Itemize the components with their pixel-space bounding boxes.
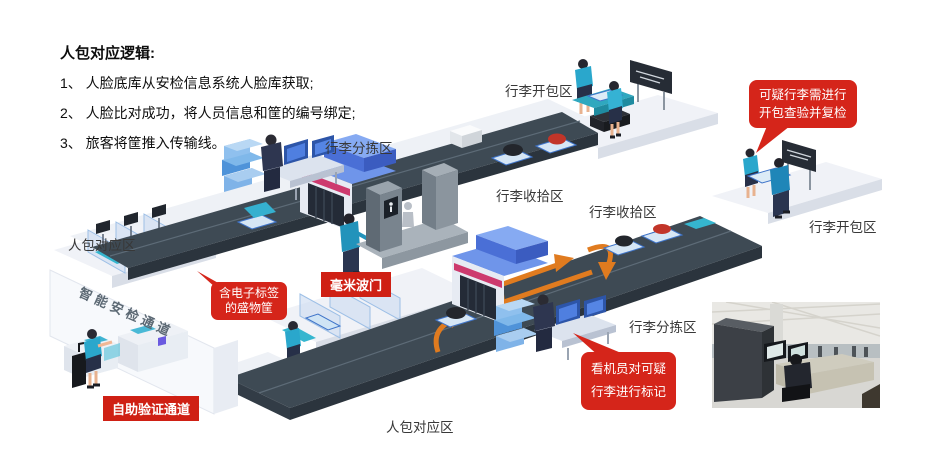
callout-tagged-basket: 含电子标签 的盛物筐	[211, 282, 288, 320]
logic-item-2: 2、 人脸比对成功，将人员信息和筐的编号绑定;	[60, 105, 356, 121]
mmwave-door-label: 毫米波门	[321, 272, 392, 297]
signboard-top	[630, 60, 672, 110]
scanner-sign-icon	[384, 196, 398, 219]
callout-suspicious-line2: 开包查验并复检	[759, 106, 847, 120]
zone-label-open-right: 行李开包区	[809, 220, 877, 235]
zone-label-personbag-left: 人包对应区	[68, 238, 136, 253]
logic-title: 人包对应逻辑:	[60, 45, 155, 62]
zone-label-sort-lower: 行李分拣区	[629, 320, 697, 335]
zone-label-collect-mid: 行李收拾区	[496, 189, 564, 204]
logic-block: 人包对应逻辑: 1、 人脸底库从安检信息系统人脸库获取; 2、 人脸比对成功，将…	[60, 42, 356, 163]
callout-tagged-line2: 的盛物筐	[225, 301, 274, 315]
open-area-top-people	[572, 59, 634, 139]
lower-belt-trays	[434, 218, 716, 328]
callout-tagged-line1: 含电子标签	[219, 286, 280, 300]
callout-operator-line1: 看机员对可疑	[591, 362, 667, 376]
passenger-self-service	[72, 329, 113, 389]
face-camera-tablets-upper	[96, 204, 166, 246]
zone-label-collect-right: 行李收拾区	[589, 205, 657, 220]
callout-suspicious-line1: 可疑行李需进行	[759, 88, 847, 102]
control-room-photo	[711, 301, 881, 408]
platform-open-right	[712, 140, 882, 224]
zone-label-open-top: 行李开包区	[505, 84, 573, 99]
callout-operator-mark: 看机员对可疑 行李进行标记	[581, 352, 677, 410]
smart-channel-gate	[49, 269, 238, 415]
logic-item-1: 1、 人脸底库从安检信息系统人脸库获取;	[60, 75, 314, 91]
callout-operator-line2: 行李进行标记	[591, 385, 667, 399]
self-service-label: 自助验证通道	[103, 396, 200, 421]
body-scanner-person-icon	[402, 202, 414, 227]
mmwave-gate	[356, 163, 468, 269]
zone-label-sort-upper: 行李分拣区	[325, 141, 393, 156]
callout-suspicious: 可疑行李需进行 开包查验并复检	[749, 80, 857, 128]
logic-item-3: 3、 旅客将筐推入传输线。	[60, 135, 226, 151]
zone-label-personbag-bottom: 人包对应区	[386, 420, 454, 435]
